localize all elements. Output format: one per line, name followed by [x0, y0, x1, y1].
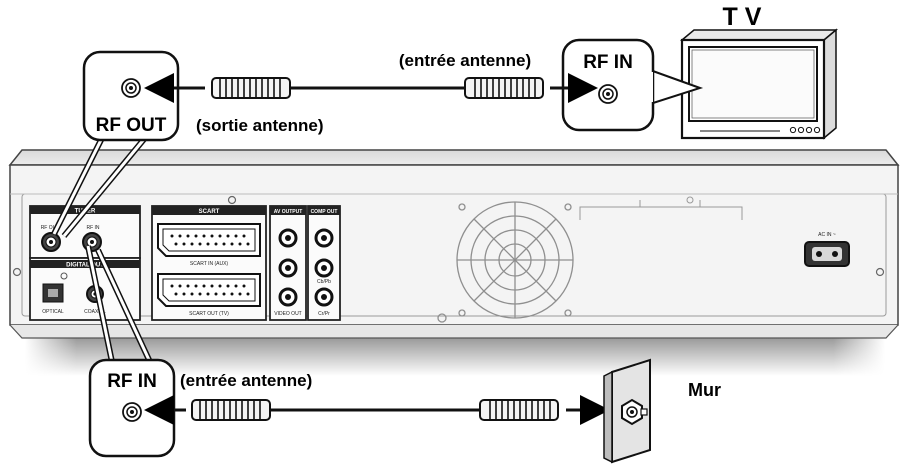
av-audio-left-jack[interactable] — [278, 228, 298, 248]
tv-set — [679, 28, 839, 140]
av-output-block: AV OUTPUT VIDEO OUT — [269, 205, 307, 321]
scart-out-label: SCART OUT (TV) — [189, 311, 229, 317]
wall-outlet — [603, 358, 651, 464]
rf-out-small-label: RF OUT — [41, 225, 60, 231]
fan-grille — [437, 201, 574, 323]
cr-label: Cr/Pr — [318, 311, 330, 317]
antenna-in-bottom-label: (entrée antenne) — [180, 371, 312, 390]
comp-cr-jack[interactable] — [314, 287, 334, 307]
av-output-header: AV OUTPUT — [274, 209, 303, 215]
bottom-rf-in-label: RF IN — [107, 371, 157, 392]
wall-label: Mur — [688, 380, 721, 400]
tv-rf-in-jack[interactable] — [598, 84, 618, 104]
ac-in-label: AC IN ~ — [818, 232, 836, 238]
rf-out-callout-jack — [121, 78, 141, 98]
tv-rf-in-callout: RF IN — [561, 38, 704, 132]
label-area — [579, 196, 743, 220]
rf-out-jack[interactable] — [41, 232, 61, 252]
av-audio-right-jack[interactable] — [278, 258, 298, 278]
rf-out-label: RF OUT — [96, 115, 167, 136]
coaxial-label: COAXIAL — [84, 309, 106, 315]
rf-in-small-label: RF IN — [86, 225, 99, 231]
wall-antenna-socket[interactable] — [621, 398, 648, 426]
digital-out-header: DIGITAL OUT — [66, 263, 104, 269]
recorder-body — [8, 149, 900, 376]
bottom-coax-cable — [144, 395, 610, 425]
antenna-out-label: (sortie antenne) — [196, 116, 324, 135]
tv-rf-in-label: RF IN — [583, 52, 633, 73]
comp-out-header: COMP OUT — [311, 209, 338, 215]
scart-out-connector[interactable] — [157, 273, 261, 307]
video-out-label: VIDEO OUT — [274, 311, 302, 317]
digital-out-block: DIGITAL OUT OPTICAL COAXIAL — [29, 257, 141, 321]
antenna-in-top-label: (entrée antenne) — [399, 51, 531, 70]
optical-label: OPTICAL — [42, 309, 64, 315]
scart-block: SCART SCART IN (AUX) SCART OUT (TV) — [151, 205, 267, 321]
comp-cb-jack[interactable] — [314, 258, 334, 278]
top-coax-cable — [144, 73, 598, 103]
scart-header: SCART — [199, 209, 220, 215]
bottom-rf-in-jack — [122, 402, 142, 422]
comp-y-jack[interactable] — [314, 228, 334, 248]
scart-in-label: SCART IN (AUX) — [190, 261, 228, 267]
comp-out-block: COMP OUT Cb/Pb Cr/Pr — [307, 205, 341, 321]
video-out-jack[interactable] — [278, 287, 298, 307]
ac-in-block: AC IN ~ — [804, 232, 850, 267]
scart-in-connector[interactable] — [157, 223, 261, 257]
bottom-rf-in-callout: RF IN — [85, 245, 176, 458]
tv-label: T V — [723, 3, 762, 31]
cb-label: Cb/Pb — [317, 279, 331, 285]
